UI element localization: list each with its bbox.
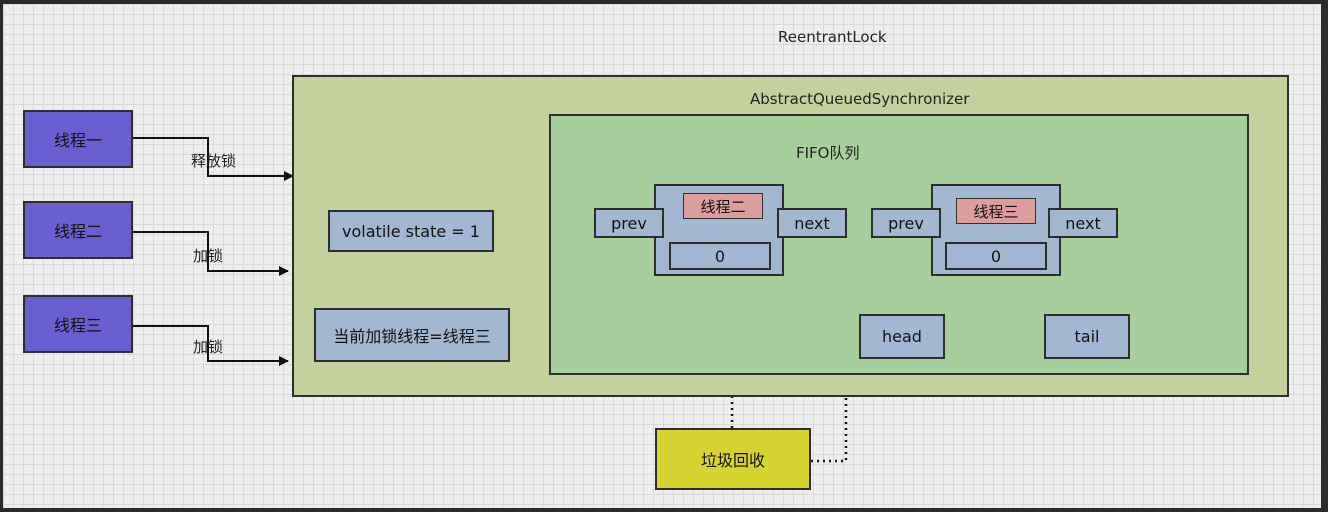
- thread-box-3: 线程三: [23, 295, 133, 353]
- diagram-canvas: ReentrantLock 线程一 线程二 线程三 释放锁 加锁 加锁 Abst…: [3, 4, 1321, 508]
- edge-label-lock-3: 加锁: [193, 338, 224, 356]
- node-1-prev: prev: [594, 208, 664, 238]
- node-2-value: 0: [945, 242, 1047, 270]
- diagram-title: ReentrantLock: [778, 28, 887, 46]
- aqs-title: AbstractQueuedSynchronizer: [750, 90, 970, 108]
- node-2-next: next: [1048, 208, 1118, 238]
- node-2-prev: prev: [871, 208, 941, 238]
- state-field: volatile state = 1: [328, 210, 494, 252]
- owner-thread-field: 当前加锁线程=线程三: [314, 308, 510, 362]
- edge-label-release: 释放锁: [191, 152, 237, 170]
- garbage-collection-box: 垃圾回收: [655, 428, 811, 490]
- fifo-title: FIFO队列: [796, 144, 860, 162]
- node-1-next: next: [777, 208, 847, 238]
- arrow-thread2-lock: [133, 231, 289, 276]
- node-2-thread: 线程三: [956, 198, 1036, 224]
- node-1-value: 0: [669, 242, 771, 270]
- node-1-thread: 线程二: [683, 193, 763, 219]
- arrow-thread1-release: [133, 137, 294, 181]
- head-pointer: head: [859, 314, 945, 359]
- thread-box-1: 线程一: [23, 110, 133, 168]
- thread-box-2: 线程二: [23, 201, 133, 259]
- arrow-thread3-lock: [133, 325, 289, 366]
- tail-pointer: tail: [1044, 314, 1130, 359]
- edge-label-lock-2: 加锁: [193, 247, 224, 265]
